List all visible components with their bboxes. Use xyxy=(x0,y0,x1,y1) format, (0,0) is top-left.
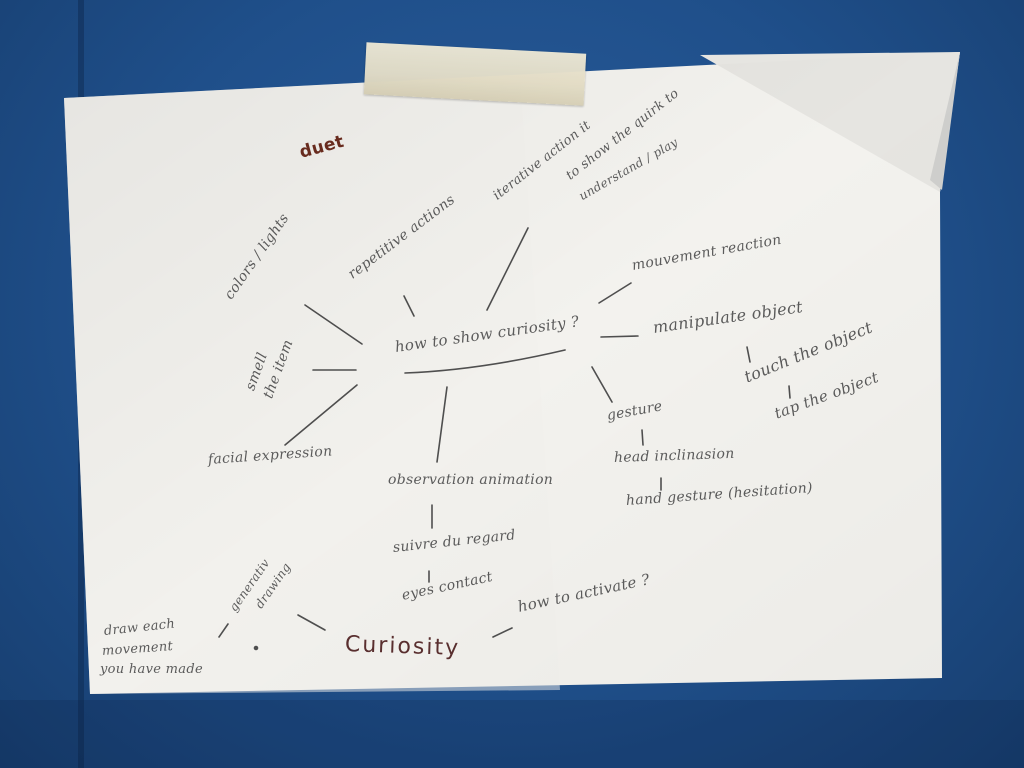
board-bottom-edge xyxy=(0,700,1024,768)
observation-animation: observation animation xyxy=(388,472,554,488)
draw-line-3: you have made xyxy=(100,662,203,677)
curiosity-title: Curiosity xyxy=(344,632,461,662)
